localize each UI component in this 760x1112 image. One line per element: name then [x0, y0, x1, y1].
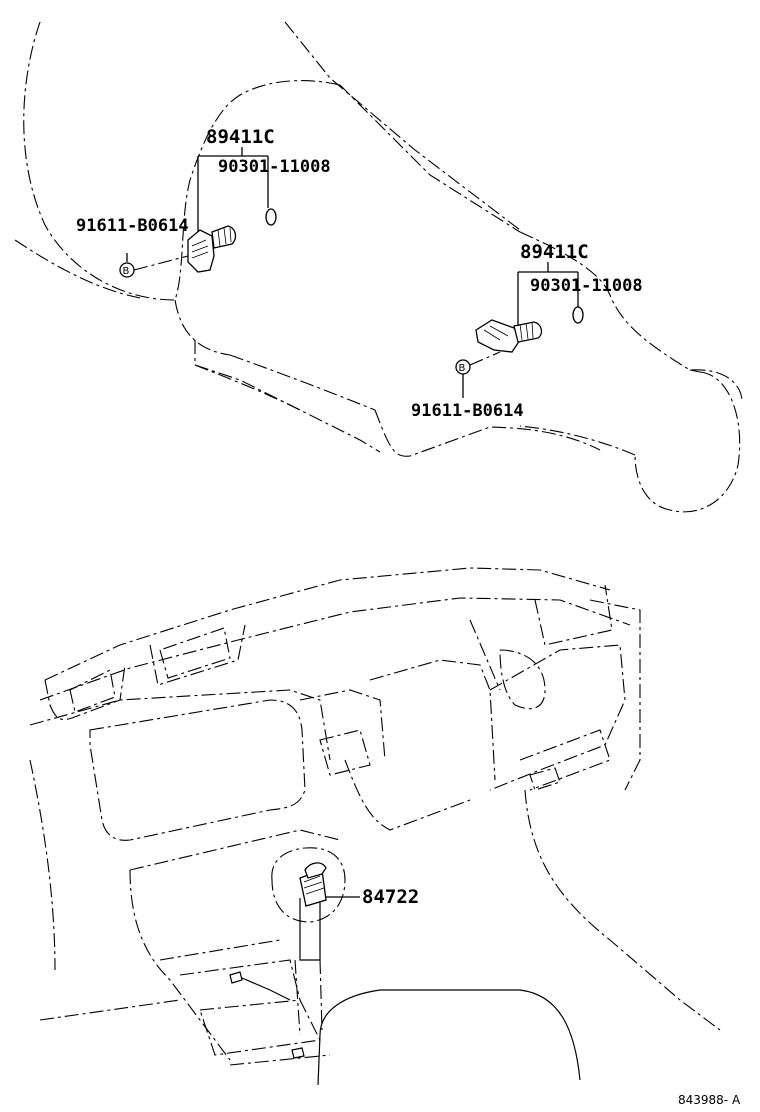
transmission-housing-outline — [14, 21, 743, 513]
center-console-armrest — [317, 989, 581, 1086]
bolt-left[interactable]: B — [119, 262, 135, 278]
o-ring-left[interactable] — [265, 208, 277, 226]
connector-harness — [229, 971, 305, 1059]
label-91611-b0614-left: 91611-B0614 — [76, 216, 189, 236]
shift-lever[interactable] — [271, 847, 346, 1036]
o-ring-right[interactable] — [572, 306, 584, 324]
dashboard-outline — [29, 567, 721, 1066]
label-90301-11008-right: 90301-11008 — [530, 276, 643, 296]
bolt-right[interactable]: B — [455, 359, 471, 375]
bolt-marker-left: B — [123, 266, 130, 277]
label-84722: 84722 — [362, 886, 419, 908]
figure-id: 843988- A — [678, 1093, 741, 1107]
label-90301-11008-left: 90301-11008 — [218, 157, 331, 177]
shift-lock-release-button[interactable] — [299, 862, 327, 907]
speed-sensor-right[interactable] — [475, 319, 543, 353]
label-89411c-right: 89411C — [520, 241, 589, 263]
leader-lines-left — [126, 147, 269, 271]
bolt-marker-right: B — [459, 363, 466, 374]
leader-lines-right — [462, 262, 579, 398]
speed-sensor-left[interactable] — [187, 225, 237, 273]
label-91611-b0614-right: 91611-B0614 — [411, 401, 524, 421]
label-89411c-left: 89411C — [206, 126, 275, 148]
